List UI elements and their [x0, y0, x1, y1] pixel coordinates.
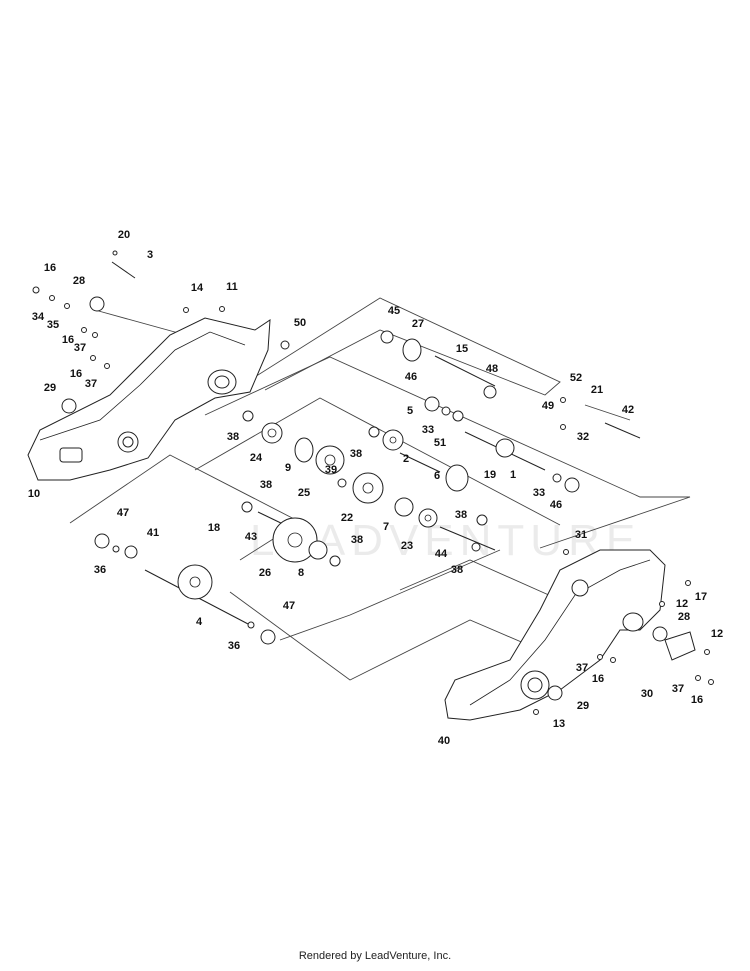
- callout-41: 41: [147, 527, 159, 539]
- callout-29: 29: [44, 382, 56, 394]
- callout-38: 38: [451, 564, 463, 576]
- callout-16: 16: [62, 334, 74, 346]
- callout-24: 24: [250, 452, 263, 464]
- callout-47: 47: [283, 600, 295, 612]
- callout-37: 37: [85, 378, 97, 390]
- callout-36: 36: [94, 564, 106, 576]
- callout-7: 7: [383, 521, 389, 533]
- left-housing-part: [27, 317, 271, 481]
- callout-23: 23: [401, 540, 413, 552]
- callout-3: 3: [147, 249, 153, 261]
- callout-51: 51: [434, 437, 446, 449]
- callout-16: 16: [70, 368, 82, 380]
- callout-2: 2: [403, 453, 409, 465]
- callout-46: 46: [405, 371, 417, 383]
- callout-34: 34: [32, 311, 45, 323]
- callout-6: 6: [434, 470, 440, 482]
- fasteners: [32, 250, 714, 715]
- callout-4: 4: [196, 616, 203, 628]
- callout-36: 36: [228, 640, 240, 652]
- callout-22: 22: [341, 512, 353, 524]
- callout-16: 16: [592, 673, 604, 685]
- callout-38: 38: [260, 479, 272, 491]
- callout-18: 18: [208, 522, 220, 534]
- callout-32: 32: [577, 431, 589, 443]
- callout-40: 40: [438, 735, 450, 747]
- callout-30: 30: [641, 688, 653, 700]
- callout-21: 21: [591, 384, 603, 396]
- callout-31: 31: [575, 529, 587, 541]
- callout-26: 26: [259, 567, 271, 579]
- gears: [177, 338, 515, 600]
- assembly-guide-lines: [69, 297, 691, 681]
- callout-44: 44: [435, 548, 448, 560]
- callout-38: 38: [350, 448, 362, 460]
- callout-35: 35: [47, 319, 59, 331]
- callout-47: 47: [117, 507, 129, 519]
- callout-29: 29: [577, 700, 589, 712]
- callout-48: 48: [486, 363, 498, 375]
- callout-39: 39: [325, 464, 337, 476]
- callout-52: 52: [570, 372, 582, 384]
- callout-42: 42: [622, 404, 634, 416]
- callout-14: 14: [191, 282, 204, 294]
- callout-45: 45: [388, 305, 400, 317]
- callout-12: 12: [676, 598, 688, 610]
- callout-8: 8: [298, 567, 304, 579]
- callout-20: 20: [118, 229, 130, 241]
- callout-38: 38: [455, 509, 467, 521]
- callout-37: 37: [672, 683, 684, 695]
- callout-49: 49: [542, 400, 554, 412]
- callout-33: 33: [422, 424, 434, 436]
- callout-38: 38: [227, 431, 239, 443]
- callout-17: 17: [695, 591, 707, 603]
- callout-28: 28: [678, 611, 690, 623]
- callout-25: 25: [298, 487, 310, 499]
- bearings-and-washers: [61, 296, 668, 701]
- callout-13: 13: [553, 718, 565, 730]
- callout-43: 43: [245, 531, 257, 543]
- callout-37: 37: [74, 342, 86, 354]
- callout-33: 33: [533, 487, 545, 499]
- footer-credit: Rendered by LeadVenture, Inc.: [298, 950, 452, 962]
- callout-19: 19: [484, 469, 496, 481]
- callout-50: 50: [294, 317, 306, 329]
- callout-16: 16: [691, 694, 703, 706]
- callout-15: 15: [456, 343, 468, 355]
- callout-12: 12: [711, 628, 723, 640]
- right-housing-part: [444, 549, 696, 721]
- callout-37: 37: [576, 662, 588, 674]
- callout-9: 9: [285, 462, 291, 474]
- callout-28: 28: [73, 275, 85, 287]
- callout-38: 38: [351, 534, 363, 546]
- callout-1: 1: [510, 469, 516, 481]
- callout-11: 11: [226, 281, 238, 293]
- callout-46: 46: [550, 499, 562, 511]
- callout-10: 10: [28, 488, 40, 500]
- callout-5: 5: [407, 405, 413, 417]
- callout-27: 27: [412, 318, 424, 330]
- callout-16: 16: [44, 262, 56, 274]
